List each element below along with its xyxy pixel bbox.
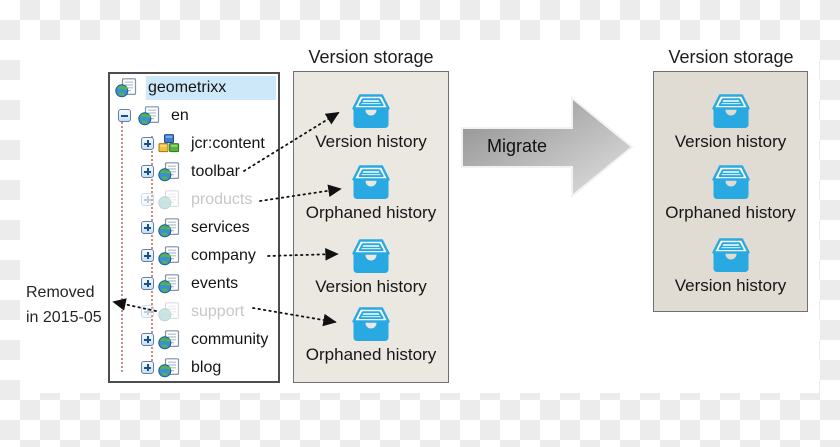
tree-node-company[interactable]: company (110, 242, 278, 270)
tree-node-label: toolbar (191, 163, 240, 180)
expand-expander-icon[interactable] (141, 361, 154, 374)
archive-box-icon (348, 164, 394, 202)
tree-node-label: blog (191, 359, 222, 376)
storage-item: Version history (654, 237, 807, 296)
tree-node-toolbar[interactable]: toolbar (110, 158, 278, 186)
tree-node-label: community (191, 331, 269, 348)
storage-item: Orphaned history (654, 164, 807, 223)
tree-node-label: support (191, 303, 245, 320)
target-storage-box: Version history Orphaned history Version… (653, 71, 808, 312)
expand-expander-icon[interactable] (141, 221, 154, 234)
tree-node-label: products (191, 191, 253, 208)
tree-node-label: services (191, 219, 250, 236)
tree-node-label: events (191, 275, 239, 292)
storage-item: Orphaned history (294, 164, 448, 223)
tree-node-services[interactable]: services (110, 214, 278, 242)
page-globe-icon (158, 218, 180, 238)
expand-expander-icon[interactable] (141, 305, 154, 318)
tree-node-label: en (171, 107, 189, 124)
source-storage-title: Version storage (308, 47, 434, 67)
expand-expander-icon[interactable] (141, 277, 154, 290)
tree-node-support[interactable]: support (110, 298, 278, 326)
tree-node-en[interactable]: en (110, 102, 278, 130)
content-cubes-icon (158, 134, 180, 154)
page-globe-icon (158, 330, 180, 350)
removed-note-line2: in 2015-05 (26, 309, 102, 326)
tree-node-jcr-content[interactable]: jcr:content (110, 130, 278, 158)
archive-box-icon (348, 93, 394, 131)
expand-expander-icon[interactable] (141, 137, 154, 150)
storage-item: Orphaned history (294, 306, 448, 365)
page-globe-icon (115, 78, 137, 98)
archive-box-icon (348, 306, 394, 344)
tree-node-label: company (191, 247, 256, 264)
archive-box-icon (708, 93, 754, 131)
expand-expander-icon[interactable] (141, 193, 154, 206)
content-tree-panel: geometrixx en j (108, 72, 280, 383)
page-globe-icon (158, 302, 180, 322)
archive-box-icon (708, 164, 754, 202)
storage-item: Version history (294, 238, 448, 297)
storage-item-label: Version history (674, 276, 787, 295)
removed-note-line1: Removed (26, 284, 95, 301)
tree-node-blog[interactable]: blog (110, 354, 278, 382)
storage-item-label: Orphaned history (665, 203, 796, 222)
page-globe-icon (138, 106, 160, 126)
expand-expander-icon[interactable] (141, 249, 154, 262)
selection-highlight (146, 76, 276, 100)
storage-item: Version history (654, 93, 807, 152)
storage-item-label: Orphaned history (305, 203, 437, 222)
tree-node-events[interactable]: events (110, 270, 278, 298)
expand-expander-icon[interactable] (141, 333, 154, 346)
tree-node-products[interactable]: products (110, 186, 278, 214)
storage-item-label: Orphaned history (305, 345, 437, 364)
tree-node-label: jcr:content (191, 135, 265, 152)
tree-node-community[interactable]: community (110, 326, 278, 354)
expand-expander-icon[interactable] (141, 165, 154, 178)
archive-box-icon (348, 238, 394, 276)
archive-box-icon (708, 237, 754, 275)
target-storage-title: Version storage (668, 47, 794, 67)
tree-node-geometrixx[interactable]: geometrixx (110, 74, 278, 102)
page-globe-icon (158, 358, 180, 378)
tree-guide-line (121, 122, 123, 372)
page-globe-icon (158, 274, 180, 294)
removed-note: Removed in 2015-05 (26, 280, 110, 330)
source-storage-box: Version history Orphaned history Version… (293, 71, 449, 383)
page-globe-icon (158, 162, 180, 182)
storage-item-label: Version history (315, 132, 427, 151)
page-globe-icon (158, 246, 180, 266)
storage-item: Version history (294, 93, 448, 152)
page-globe-icon (158, 190, 180, 210)
collapse-expander-icon[interactable] (118, 109, 131, 122)
tree-node-label: geometrixx (148, 79, 227, 96)
migrate-arrow-label: Migrate (486, 136, 548, 156)
storage-item-label: Version history (674, 132, 787, 151)
storage-item-label: Version history (315, 277, 427, 296)
